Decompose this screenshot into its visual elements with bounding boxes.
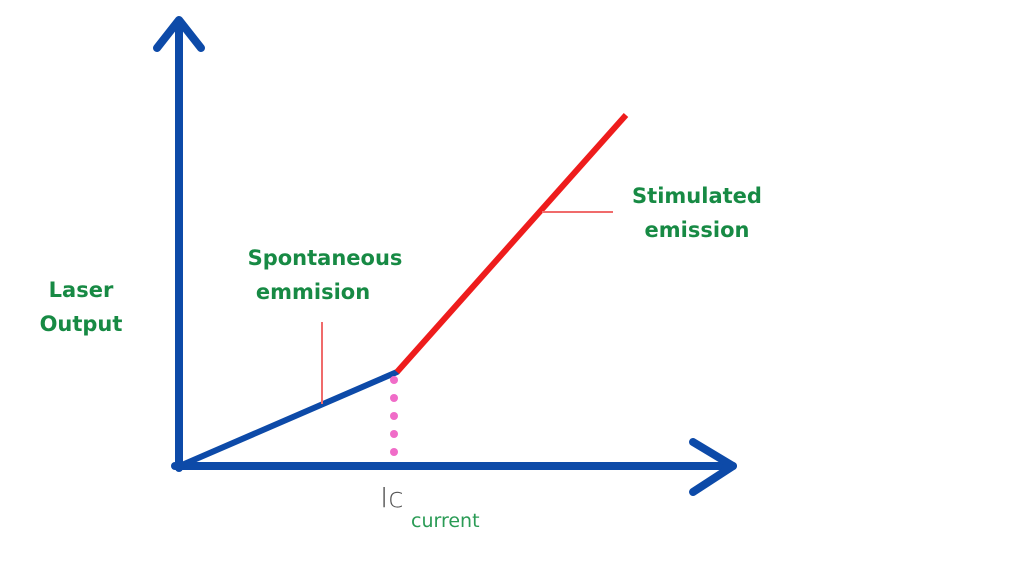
y-axis-arrowhead [153,16,205,52]
threshold-dotted-line [390,376,398,456]
y-axis-label-line1: Laser [49,278,114,302]
x-axis-label: current [411,510,480,532]
spontaneous-label-line2: emmision [256,280,370,304]
stimulated-label-line1: Stimulated [632,184,762,208]
spontaneous-label-line1: Spontaneous [248,246,403,270]
x-axis-arrowhead [689,438,737,496]
stimulated-label-line2: emission [645,218,750,242]
y-axis-label-line2: Output [40,312,123,336]
threshold-label: Ic [380,481,404,514]
spontaneous-emission-line [179,369,400,468]
stimulated-emission-line [394,113,629,374]
